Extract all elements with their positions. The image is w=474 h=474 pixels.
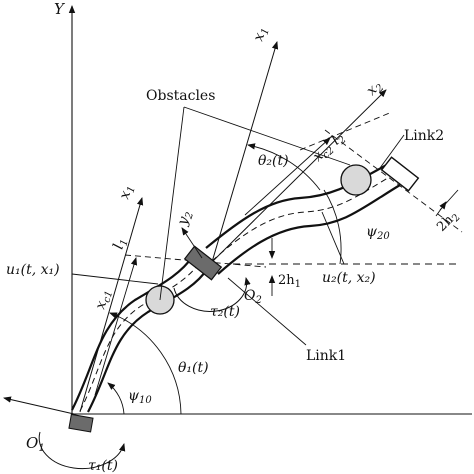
y2-axis <box>181 227 203 259</box>
joint-hub-O2 <box>183 245 223 281</box>
obstacle-2 <box>340 164 372 196</box>
label-u1: u₁(t, x₁) <box>6 262 60 278</box>
link2-beam-lower <box>217 184 401 275</box>
label-O2: O2 <box>244 288 262 306</box>
link1-beam-lower <box>87 267 209 413</box>
label-x1-left: x1 <box>117 183 138 202</box>
link1-x1-axis <box>79 197 144 413</box>
label-2h1: 2h1 <box>278 273 301 290</box>
label-theta2: θ₂(t) <box>258 153 289 169</box>
label-x2: x2 <box>364 77 387 100</box>
obstacles-leader-2 <box>183 106 351 166</box>
link1-leader <box>227 277 307 346</box>
psi20-arc <box>323 189 342 265</box>
h2-dim-arrow <box>435 201 447 217</box>
label-xc1: xc1 <box>92 288 115 312</box>
link2-tip-payload <box>380 156 420 192</box>
link2-x1-axis <box>211 41 279 263</box>
label-tau1: τ₁(t) <box>88 458 118 474</box>
label-xc2-l2: xc2l2 <box>310 129 349 166</box>
obstacles-leader <box>159 106 185 301</box>
base-left-arrow <box>3 396 75 415</box>
label-psi10: ψ10 <box>128 388 152 406</box>
label-l1: l1 <box>110 236 130 251</box>
u2-leader <box>321 211 345 265</box>
label-u2: u₂(t, x₂) <box>322 270 376 286</box>
label-link2: Link2 <box>404 128 444 144</box>
label-y2: y2 <box>174 209 196 229</box>
label-link1: Link1 <box>306 348 346 364</box>
label-O1: O1 <box>26 434 45 454</box>
link2-tip-reference <box>324 129 463 233</box>
link1-neutral-axis <box>79 261 201 412</box>
tau2-arc <box>173 277 251 312</box>
link2-tip-reference-2 <box>299 111 393 151</box>
psi10-arc <box>107 382 125 415</box>
label-theta1: θ₁(t) <box>178 360 209 376</box>
theta1-arc <box>109 312 182 415</box>
label-obstacles: Obstacles <box>146 88 215 104</box>
link2-leader <box>379 134 405 169</box>
link1-beam-upper <box>71 255 194 411</box>
base-hub-O1 <box>68 413 94 433</box>
tau1-arc <box>38 431 126 470</box>
label-tau2: τ₂(t) <box>210 304 240 320</box>
xc2-dim <box>244 137 331 216</box>
label-x1-top: x1 <box>251 25 272 44</box>
link2-x2-axis <box>211 89 387 263</box>
u1-leader <box>71 273 159 285</box>
label-psi20: ψ20 <box>366 224 390 242</box>
label-Y: Y <box>54 0 66 18</box>
theta2-arc <box>247 143 321 191</box>
